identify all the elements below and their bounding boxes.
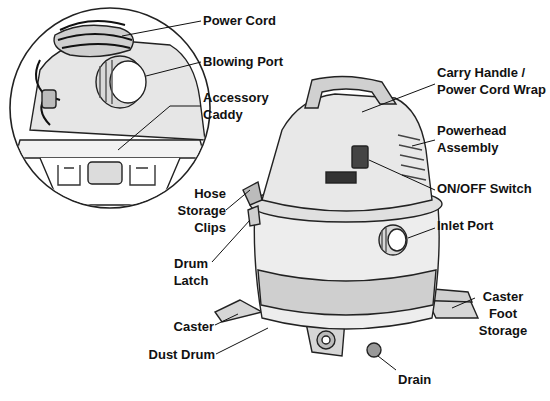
carry-handle — [305, 76, 396, 108]
leader-line — [378, 356, 396, 370]
accessory-caddy — [40, 158, 180, 205]
motor-vents — [398, 135, 426, 180]
part-label: Drain — [398, 371, 458, 388]
leader-line — [118, 106, 201, 150]
leader-line — [122, 21, 201, 36]
part-label: Inlet Port — [437, 217, 537, 234]
caster-foot — [215, 300, 262, 322]
inlet-port — [379, 225, 407, 255]
drain-cap — [367, 343, 381, 357]
part-label: ON/OFF Switch — [437, 180, 549, 197]
port-threads — [100, 60, 112, 104]
leader-line — [452, 298, 475, 308]
wet-dry-vacuum — [215, 76, 478, 357]
part-label: Caster — [168, 318, 214, 335]
brand-plate — [326, 172, 356, 183]
inlet-threads — [382, 228, 386, 252]
on-off-switch — [352, 146, 368, 168]
inset-contents — [15, 21, 205, 205]
leader-line — [362, 84, 435, 112]
dust-drum — [254, 205, 439, 329]
leader-line — [369, 160, 435, 190]
leader-line — [412, 140, 435, 146]
drum-band — [258, 270, 436, 315]
caster-wheel — [317, 331, 335, 349]
part-label: Blowing Port — [203, 53, 313, 70]
leader-line — [408, 228, 435, 238]
leader-line — [226, 190, 250, 210]
part-label: Dust Drum — [120, 346, 215, 363]
blowing-port-opening — [110, 61, 146, 103]
leader-line — [216, 328, 268, 354]
part-label: Powerhead Assembly — [437, 122, 522, 156]
cord-plug — [42, 90, 56, 108]
leader-line — [146, 62, 201, 76]
part-label: Caster Foot Storage — [472, 288, 534, 339]
part-label: Carry Handle / Power Cord Wrap — [437, 64, 549, 98]
caddy-rim — [15, 140, 205, 158]
part-label: Power Cord — [203, 12, 313, 29]
drum-latch — [248, 206, 260, 226]
leader-line — [215, 314, 238, 325]
inset-circle — [10, 8, 210, 208]
part-label: Drum Latch — [168, 255, 214, 289]
powerhead — [262, 94, 432, 211]
leader-lines — [118, 21, 475, 370]
powerhead-back — [30, 40, 205, 140]
part-label: Accessory Caddy — [203, 89, 283, 123]
cord-wrap — [54, 25, 133, 56]
inset-detail — [10, 8, 210, 208]
inlet-opening — [388, 229, 406, 251]
caddy-feet — [30, 190, 190, 205]
caster-hub — [322, 336, 330, 344]
caddy-holder — [88, 162, 122, 184]
part-label: Hose Storage Clips — [168, 185, 226, 236]
